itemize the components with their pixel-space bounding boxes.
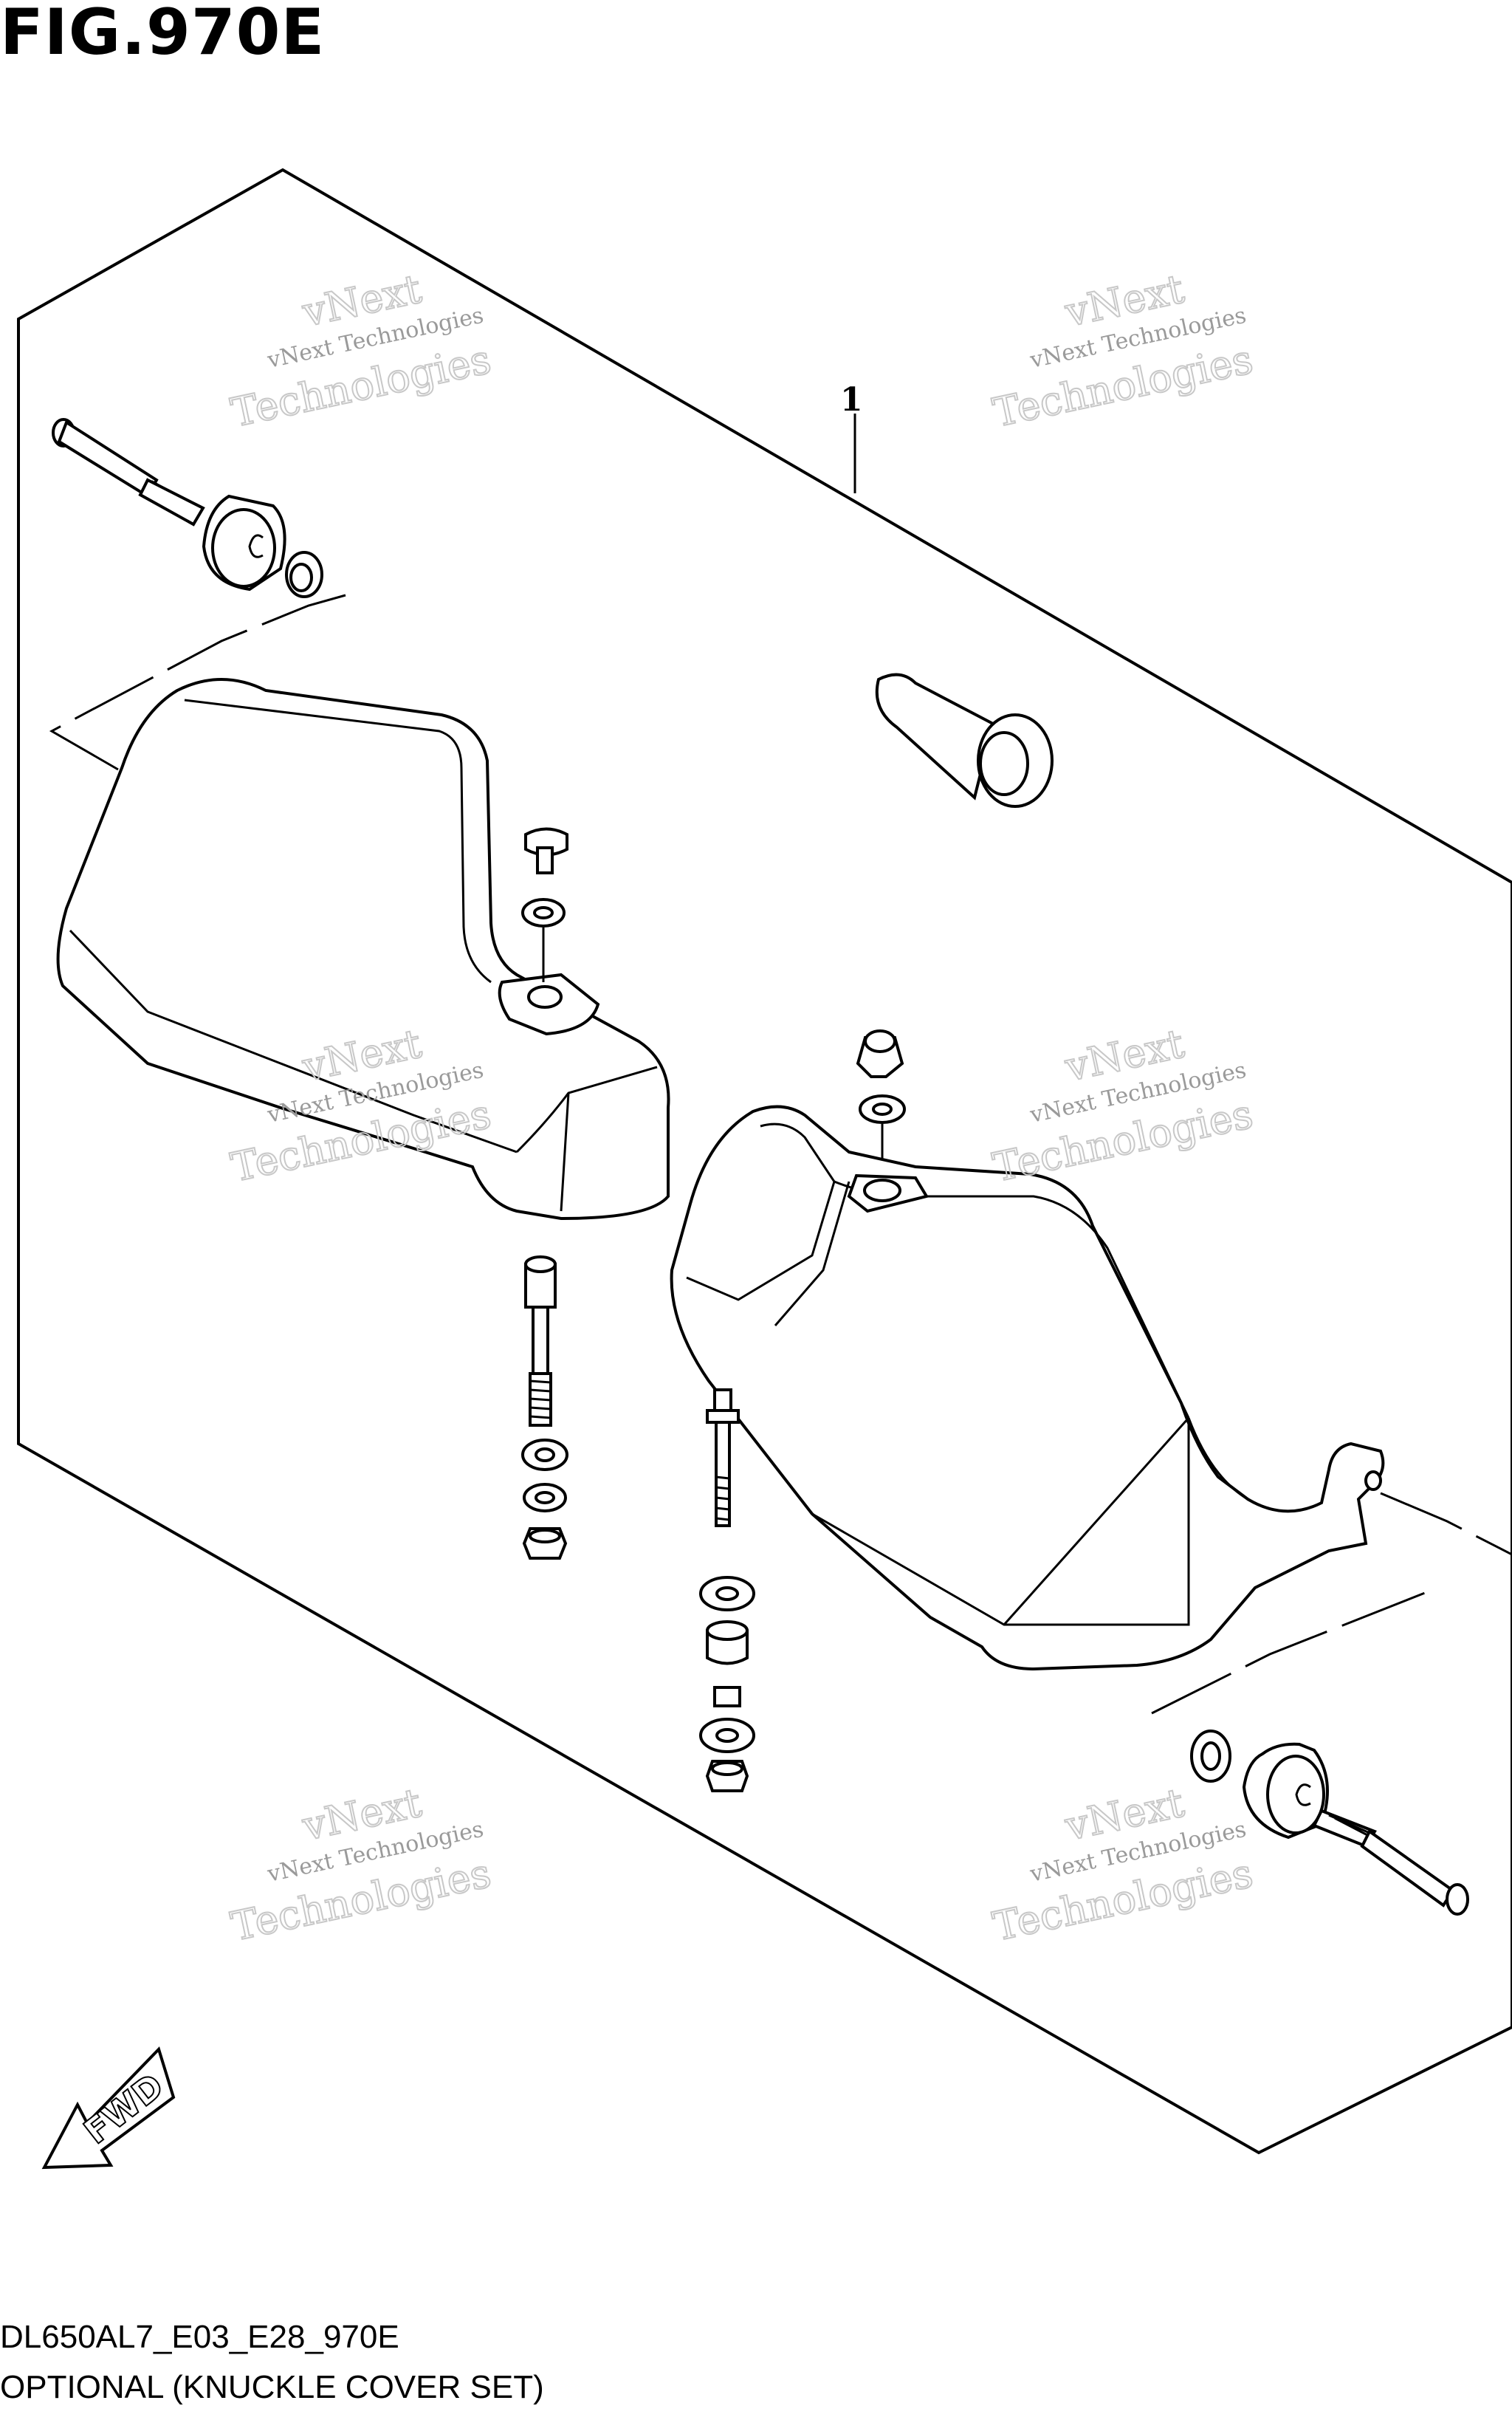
washer-right-bottom — [1190, 1730, 1231, 1783]
leader-left-top — [49, 594, 346, 771]
leader-right-bottom-2 — [1151, 1590, 1429, 1715]
stud-assembly-left — [521, 1255, 568, 1560]
rubber-plug — [875, 673, 1054, 808]
washer-left-top — [285, 551, 323, 598]
bolt-left — [52, 418, 205, 527]
figure-title: FIG.970E — [0, 0, 326, 69]
fwd-arrow-icon: FWD — [41, 2046, 176, 2170]
bar-end-weight-left — [202, 494, 286, 592]
bar-end-weight-right — [1242, 1742, 1329, 1840]
diagram-code: DL650AL7_E03_E28_970E — [0, 2319, 399, 2355]
leader-right-bottom — [1380, 1492, 1512, 1556]
knuckle-guard-right — [670, 1105, 1385, 1671]
bolt-right — [1312, 1809, 1469, 1916]
cap-nut-right — [856, 1029, 906, 1182]
diagram-description: OPTIONAL (KNUCKLE COVER SET) — [0, 2369, 544, 2405]
kit-boundary — [17, 168, 1512, 2155]
part-number-1: 1 — [840, 381, 863, 419]
stud-assembly-right — [699, 1388, 755, 1792]
screw-left-guard — [521, 827, 568, 982]
knuckle-guard-left — [56, 678, 670, 1221]
